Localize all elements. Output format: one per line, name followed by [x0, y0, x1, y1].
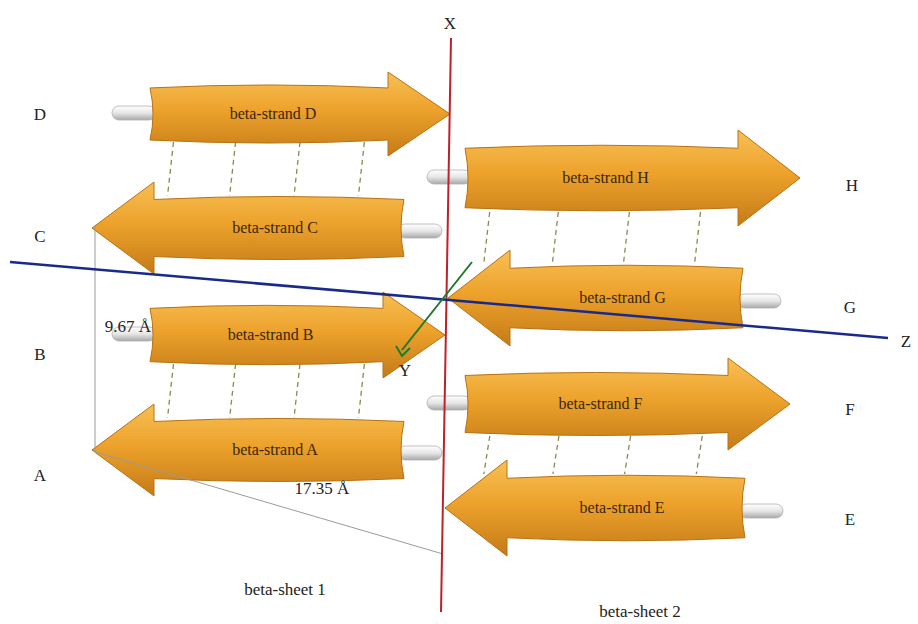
distance-line [95, 226, 96, 452]
strand-body [92, 404, 404, 496]
diagram-label: beta-sheet 2 [599, 602, 681, 622]
hbond-dash [168, 364, 174, 418]
z-axis [10, 262, 888, 338]
beta-strand-arrow: beta-strand F [465, 358, 790, 450]
strand-terminus [427, 170, 471, 184]
strand-body [445, 460, 745, 556]
diagram-label: G [844, 298, 856, 318]
diagram-label: Z [901, 332, 911, 352]
hbond-dash [358, 364, 364, 418]
diagram-label: Y [399, 361, 411, 381]
hbond-dash [484, 212, 490, 264]
x-axis [441, 38, 451, 612]
diagram-label: F [845, 400, 854, 420]
hydrogen-bond [168, 142, 365, 196]
diagram-label: D [34, 105, 46, 125]
hbond-dash [553, 436, 559, 474]
hbond-dash [484, 436, 490, 474]
beta-strand-arrow: beta-strand C [92, 182, 404, 274]
diagram-label: A [34, 466, 46, 486]
beta-strand-arrow: beta-strand E [445, 460, 745, 556]
strand-body [92, 182, 404, 274]
strand-body [150, 72, 450, 156]
strand-body [465, 130, 800, 226]
strand-label: beta-strand F [559, 395, 643, 413]
strand-terminus [398, 446, 442, 460]
beta-strand-arrow: beta-strand H [465, 130, 800, 226]
hbond-dash [294, 142, 300, 196]
diagram-label: 17.35 Å [295, 479, 350, 499]
strand-body [465, 358, 790, 450]
hydrogen-bond [168, 364, 365, 418]
hbond-dash [168, 142, 174, 196]
strand-terminus [427, 396, 471, 410]
diagram-label: E [845, 510, 855, 530]
hbond-dash [294, 364, 300, 418]
diagram-label: H [846, 176, 858, 196]
hbond-dash [625, 436, 631, 474]
beta-strand-arrow: beta-strand G [448, 250, 743, 346]
hydrogen-bond [484, 436, 702, 474]
strand-body [448, 250, 743, 346]
strand-label: beta-strand B [228, 326, 314, 344]
hbond-dash [552, 212, 558, 264]
beta-strand-arrow: beta-strand D [150, 72, 450, 156]
diagram-label: beta-sheet 1 [244, 580, 326, 600]
strand-terminus [112, 106, 156, 120]
diagram-label: X [444, 14, 456, 34]
diagram-label: B [34, 345, 45, 365]
strand-label: beta-strand G [579, 289, 666, 307]
strand-label: beta-strand E [580, 499, 665, 517]
hydrogen-bond [484, 212, 701, 264]
diagram-label: 9.67 Å [105, 317, 151, 337]
strand-label: beta-strand A [232, 441, 318, 459]
hbond-dash [230, 364, 236, 418]
hbond-dash [623, 212, 629, 264]
strand-terminus [737, 294, 781, 308]
beta-strand-arrow: beta-strand A [92, 404, 404, 496]
hbond-dash [696, 436, 702, 474]
hbond-dash [695, 212, 701, 264]
diagram-label: C [34, 227, 45, 247]
strand-terminus [398, 224, 442, 238]
hbond-dash [358, 142, 364, 196]
strand-label: beta-strand D [230, 105, 317, 123]
hbond-dash [230, 142, 236, 196]
strand-terminus [739, 504, 783, 518]
strand-label: beta-strand H [562, 169, 649, 187]
strand-label: beta-strand C [232, 219, 318, 237]
